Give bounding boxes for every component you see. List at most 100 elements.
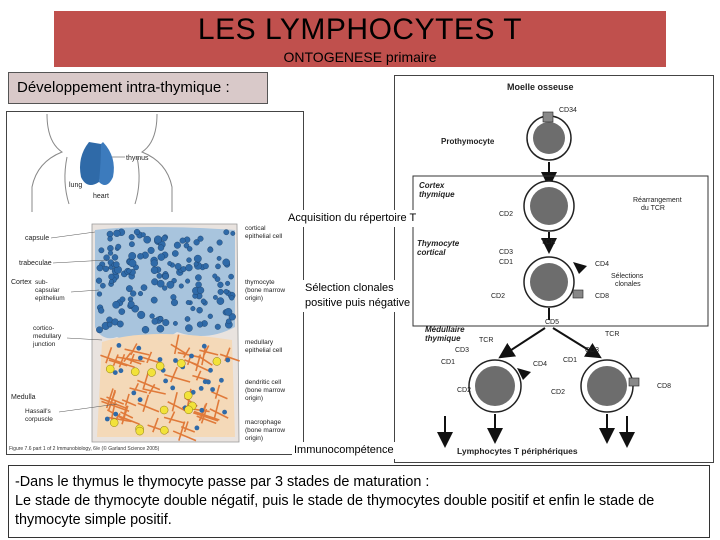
thymocyte-dot: [137, 310, 146, 319]
label-cd3-a: CD3: [499, 249, 513, 256]
thymocyte-dot: [225, 280, 231, 286]
prothymocyte-cell: [526, 111, 572, 161]
thymocyte-dot: [208, 367, 213, 373]
thymocyte-dot: [131, 304, 139, 313]
thymocyte-dot: [96, 264, 104, 272]
dendritic-cell: [105, 364, 115, 374]
label-cd1-a: CD1: [499, 259, 513, 266]
epithelial-strand: [192, 404, 219, 422]
thymocyte-dot: [223, 229, 230, 236]
label-cd3-b: CD3: [455, 347, 469, 354]
thymocyte-dot: [96, 291, 103, 297]
epithelial-strand: [114, 353, 135, 368]
dendritic-cell: [147, 368, 156, 377]
thymocyte-dot: [157, 357, 163, 362]
thymocyte-dot: [113, 411, 119, 417]
cd8-single-positive-cell: [580, 359, 640, 413]
thymocyte-dot: [200, 298, 207, 305]
thymus-organ-icon: [80, 142, 114, 186]
thymocyte-dot: [153, 235, 162, 244]
thymocyte-dot: [198, 386, 204, 391]
thymocyte-dot: [98, 247, 105, 254]
thymocyte-dot: [185, 324, 193, 332]
thymocyte-dot: [138, 355, 143, 361]
thymocyte-dot: [103, 254, 110, 261]
label-lung: lung: [69, 182, 82, 189]
thymocyte-dot: [184, 316, 191, 322]
thymocyte-dot: [222, 258, 230, 267]
thymocyte-dot: [156, 324, 165, 333]
overlay-immunocompetence: Immunocompétence: [292, 442, 396, 459]
thymocyte-dot: [207, 313, 213, 319]
thymocyte-dot: [178, 283, 184, 289]
thymocyte-dot: [109, 279, 114, 284]
thymocyte-dot: [230, 231, 236, 236]
thymocyte-dot: [166, 280, 175, 289]
thymocyte-dot: [174, 263, 182, 270]
epithelial-strand: [172, 421, 197, 442]
thymus-histology-svg: thymus lung heart capsule trabeculae Cor…: [11, 113, 285, 443]
label-cd8-a: CD8: [595, 293, 609, 300]
thymocyte-dot: [157, 253, 166, 261]
epithelial-strand: [143, 383, 166, 395]
thymus-histology-figure: thymus lung heart capsule trabeculae Cor…: [6, 111, 304, 455]
thymocyte-dot: [225, 318, 232, 325]
thymocyte-dot: [137, 397, 143, 403]
label-cortex: Cortex: [11, 279, 32, 286]
label-tcr-c: TCR: [605, 331, 619, 338]
thymocyte-dot: [115, 243, 122, 250]
thymocyte-dot: [107, 245, 114, 252]
thymocyte-dot: [150, 296, 158, 304]
thymocyte-dot: [98, 307, 105, 314]
thymocyte-dot: [161, 235, 168, 242]
label-cd1-b: CD1: [441, 359, 455, 366]
thymocyte-dot: [225, 357, 231, 363]
label-cd2-c: CD2: [457, 387, 471, 394]
thymocyte-dot: [143, 235, 151, 244]
thymocyte-dot: [190, 306, 196, 312]
thymocyte-dot: [216, 239, 223, 246]
dendritic-cell: [130, 367, 140, 376]
thymocyte-dot: [131, 390, 137, 396]
thymocyte-dot: [106, 321, 113, 328]
label-cd2-a: CD2: [499, 211, 513, 218]
thymocyte-dot: [107, 236, 113, 242]
thymocyte-dot: [193, 239, 200, 246]
dendritic-cell: [183, 391, 193, 400]
thymocyte-dot: [107, 250, 114, 256]
thymocyte-dot: [224, 307, 233, 316]
thymocyte-dot: [147, 246, 155, 254]
thymocyte-dot: [223, 289, 229, 295]
thymocyte-dot: [162, 272, 169, 280]
overlay-acquisition: Acquisition du répertoire T: [286, 210, 419, 227]
label-heart: heart: [93, 193, 109, 200]
thymocyte-dot: [189, 353, 194, 359]
thymocyte-dot: [116, 320, 124, 328]
thymocyte-dot: [193, 261, 199, 267]
thymocyte-dot: [133, 228, 141, 236]
thymocyte-dot: [222, 409, 228, 415]
thymocyte-dot: [190, 389, 196, 395]
epithelial-strand: [121, 393, 137, 407]
thymocyte-dot: [172, 320, 178, 326]
thymocyte-dot: [199, 407, 205, 413]
thymocyte-dot: [112, 370, 118, 375]
label-tcr-b: TCR: [479, 337, 493, 344]
epithelial-strand: [167, 392, 187, 412]
thymocyte-dot: [228, 273, 234, 280]
thymocyte-dot: [217, 288, 224, 295]
label-moelle: Moelle osseuse: [507, 82, 574, 92]
thymocyte-dot: [137, 291, 143, 297]
thymocyte-dot: [129, 241, 135, 248]
thymocyte-dot: [111, 254, 119, 261]
thymocyte-dot: [171, 250, 179, 257]
thymocyte-dot: [100, 282, 106, 289]
dendritic-cell: [160, 426, 169, 435]
